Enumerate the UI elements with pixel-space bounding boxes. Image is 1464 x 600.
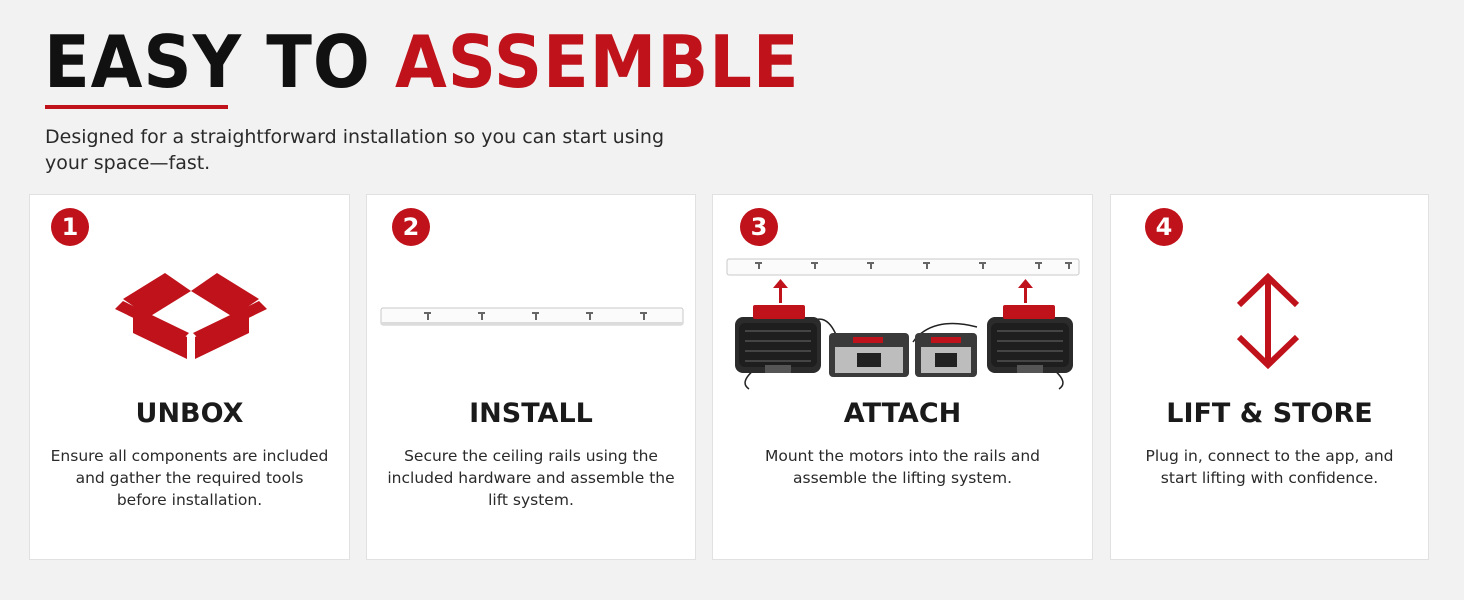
ceiling-rail-image <box>367 251 695 401</box>
step-title: LIFT & STORE <box>1166 398 1373 429</box>
motors-and-rail-image <box>713 251 1092 401</box>
step-title: INSTALL <box>469 398 593 429</box>
step-description: Ensure all components are included and g… <box>50 447 329 509</box>
step-card-lift-store: 4 LIFT & STORE Plug in, connect to the a… <box>1110 194 1429 560</box>
step-title: UNBOX <box>135 398 244 429</box>
open-box-icon <box>30 251 349 401</box>
step-card-install: 2 INSTALL Secure the ceiling rails using… <box>366 194 696 560</box>
step-description: Mount the motors into the rails and asse… <box>764 447 1041 487</box>
title-accent: ASSEMBLE <box>394 20 800 104</box>
step-number-badge: 4 <box>1145 208 1183 246</box>
step-title: ATTACH <box>843 398 962 429</box>
step-card-attach: 3 <box>712 194 1093 560</box>
step-card-unbox: 1 UNBOX Ensure all components are includ… <box>29 194 350 560</box>
step-description: Secure the ceiling rails using the inclu… <box>387 447 675 509</box>
step-number-badge: 2 <box>392 208 430 246</box>
step-number-badge: 3 <box>740 208 778 246</box>
up-down-arrow-icon <box>1111 251 1428 401</box>
title-dark: EASY TO <box>44 20 371 104</box>
step-number-badge: 1 <box>51 208 89 246</box>
subtitle: Designed for a straightforward installat… <box>45 126 665 174</box>
page-title: EASY TO ASSEMBLE <box>44 22 799 102</box>
step-description: Plug in, connect to the app, and start l… <box>1145 447 1394 487</box>
title-underline <box>45 105 228 109</box>
